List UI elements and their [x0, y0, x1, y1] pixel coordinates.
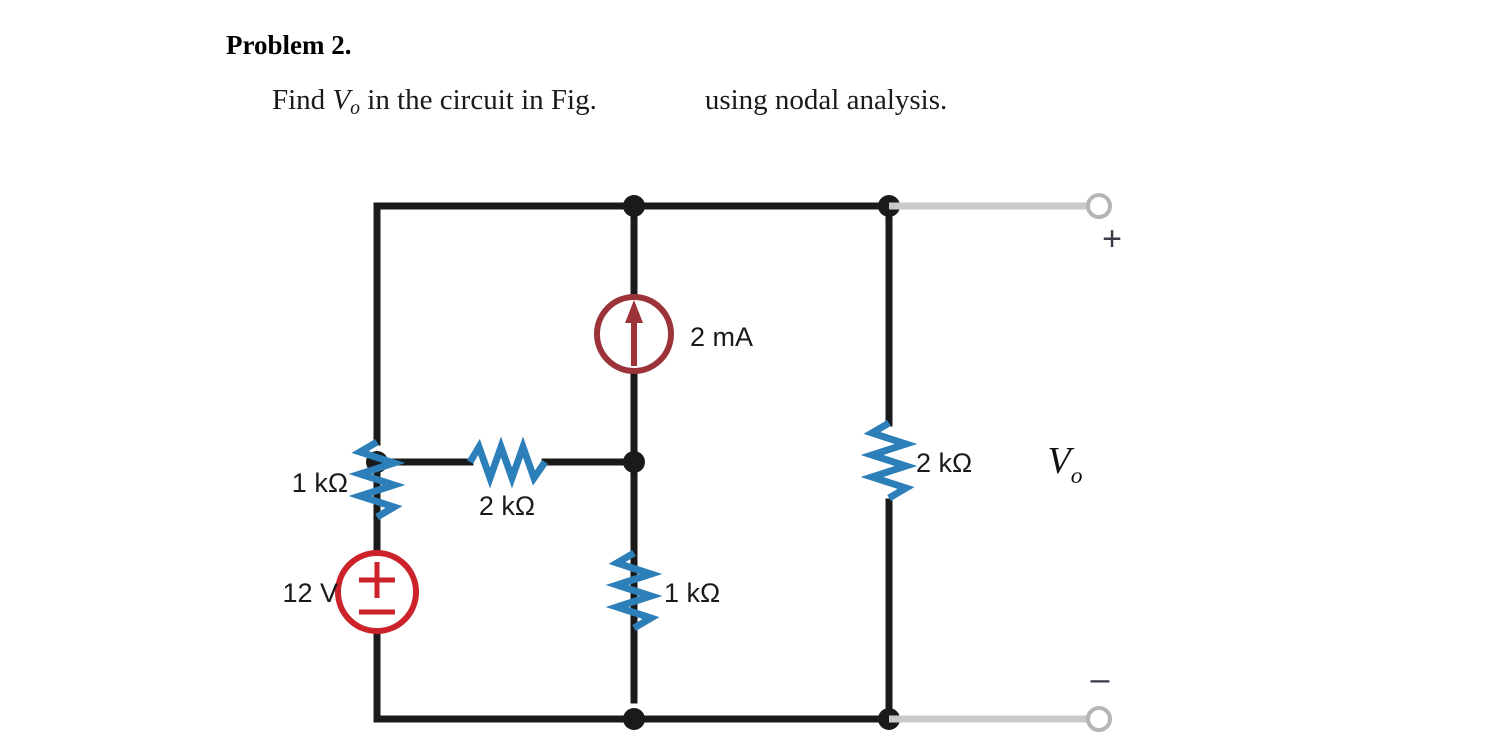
resistor-left-1k: 1 kΩ	[292, 438, 406, 521]
vo-symbol-inline: Vo	[332, 84, 361, 119]
page-title: Problem 2.	[226, 30, 352, 60]
resistor-middle-1k-zigzag	[605, 549, 663, 632]
resistor-middle-2k-zigzag	[466, 436, 548, 489]
statement-tail: using nodal analysis.	[704, 84, 948, 116]
output-voltage-label: Vo	[1048, 440, 1083, 489]
current-source-label: 2 mA	[690, 322, 753, 352]
current-source-2ma: 2 mA	[594, 294, 753, 374]
resistor-right-2k-label: 2 kΩ	[916, 448, 972, 478]
output-voltage-letter: V	[1048, 440, 1075, 482]
terminal-minus-sign: –	[1091, 660, 1110, 698]
node-dot-mid-middle	[623, 451, 645, 473]
voltage-source-12v: 12 V	[282, 550, 419, 634]
terminal-ring-bottom	[1086, 706, 1112, 732]
terminal-plus-sign: +	[1102, 220, 1122, 258]
resistor-right-2k-zigzag	[860, 419, 918, 502]
voltage-source-label: 12 V	[282, 578, 338, 608]
vo-symbol-subscript: o	[350, 96, 361, 119]
statement-after-vo: in the circuit in Fig.	[360, 84, 597, 116]
current-source-arrow-head	[625, 300, 643, 323]
resistor-middle-1k: 1 kΩ	[605, 549, 720, 632]
resistor-left-1k-label: 1 kΩ	[292, 468, 348, 498]
problem-statement: Find Vo in the circuit in Fig. using noda…	[272, 84, 947, 120]
resistor-left-1k-zigzag	[348, 438, 406, 521]
vo-symbol-letter: V	[332, 84, 351, 116]
terminal-ring-top	[1086, 193, 1112, 219]
resistor-right-2k: 2 kΩ	[860, 419, 972, 502]
resistor-middle-2k-label: 2 kΩ	[479, 491, 535, 521]
node-dot-bottom-middle	[623, 708, 645, 730]
resistor-middle-1k-label: 1 kΩ	[664, 578, 720, 608]
node-dot-top-middle	[623, 195, 645, 217]
circuit-diagram: 1 kΩ 2 kΩ 1 kΩ 2 kΩ 2 mA 12 V +	[282, 193, 1122, 732]
statement-before-vo: Find	[272, 84, 333, 116]
output-voltage-subscript: o	[1071, 463, 1083, 489]
resistor-middle-2k: 2 kΩ	[466, 436, 548, 521]
output-terminals: + – Vo	[889, 193, 1122, 732]
